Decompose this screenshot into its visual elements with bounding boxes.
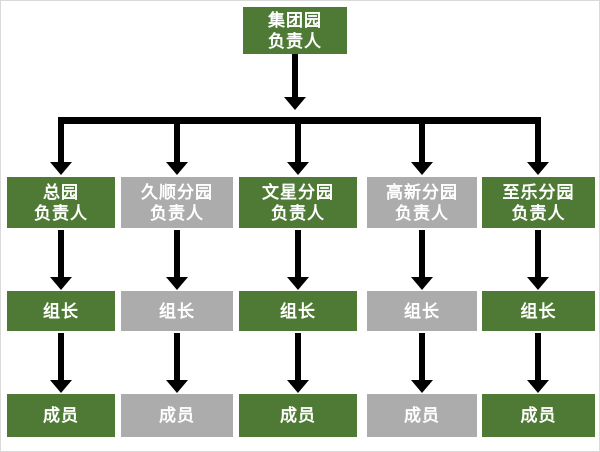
arrow-shaft: [535, 333, 541, 380]
head-node-gaoxin: 高新分园 负责人: [367, 177, 477, 228]
arrow-shaft: [295, 333, 301, 380]
member-node-4: 成员: [367, 394, 477, 437]
leader-node-2: 组长: [121, 291, 233, 331]
leader-node-5: 组长: [482, 291, 595, 331]
arrow-shaft: [535, 230, 541, 277]
down-arrow-leader-2: [166, 230, 188, 290]
arrow-head-icon: [50, 380, 72, 393]
arrow-shaft: [174, 333, 180, 380]
down-arrow-leader-3: [287, 230, 309, 290]
arrow-head-icon: [527, 380, 549, 393]
leader-node-1: 组长: [7, 291, 115, 331]
root-node-group-director: 集团园 负责人: [243, 7, 347, 54]
arrow-head-icon: [50, 277, 72, 290]
arrow-shaft: [419, 124, 425, 162]
arrow-head-icon: [287, 162, 309, 175]
head-node-jiushun: 久顺分园 负责人: [121, 177, 233, 228]
down-arrow-branch-4: [411, 124, 433, 175]
arrow-shaft: [174, 230, 180, 277]
arrow-shaft: [295, 124, 301, 162]
arrow-shaft: [174, 124, 180, 162]
head-node-wenxing: 文星分园 负责人: [239, 177, 357, 228]
arrow-shaft: [292, 54, 298, 97]
head-node-zongyuan: 总园 负责人: [7, 177, 115, 228]
down-arrow-member-1: [50, 333, 72, 393]
down-arrow-root: [284, 54, 306, 110]
arrow-head-icon: [50, 162, 72, 175]
arrow-head-icon: [166, 162, 188, 175]
down-arrow-leader-5: [527, 230, 549, 290]
down-arrow-member-4: [411, 333, 433, 393]
arrow-head-icon: [284, 97, 306, 110]
arrow-head-icon: [287, 380, 309, 393]
down-arrow-member-2: [166, 333, 188, 393]
arrow-shaft: [419, 333, 425, 380]
head-node-zhile: 至乐分园 负责人: [482, 177, 595, 228]
member-node-3: 成员: [239, 394, 357, 437]
leader-node-4: 组长: [367, 291, 477, 331]
arrow-shaft: [58, 230, 64, 277]
member-node-2: 成员: [121, 394, 233, 437]
arrow-head-icon: [166, 380, 188, 393]
arrow-head-icon: [527, 162, 549, 175]
arrow-head-icon: [527, 277, 549, 290]
down-arrow-branch-2: [166, 124, 188, 175]
arrow-head-icon: [411, 162, 433, 175]
arrow-shaft: [58, 333, 64, 380]
down-arrow-leader-4: [411, 230, 433, 290]
down-arrow-branch-1: [50, 124, 72, 175]
arrow-head-icon: [287, 277, 309, 290]
connector-bar: [58, 117, 541, 124]
down-arrow-leader-1: [50, 230, 72, 290]
down-arrow-branch-5: [527, 124, 549, 175]
arrow-head-icon: [411, 277, 433, 290]
arrow-shaft: [58, 124, 64, 162]
arrow-shaft: [535, 124, 541, 162]
arrow-shaft: [419, 230, 425, 277]
down-arrow-branch-3: [287, 124, 309, 175]
arrow-head-icon: [411, 380, 433, 393]
leader-node-3: 组长: [239, 291, 357, 331]
member-node-1: 成员: [7, 394, 115, 437]
member-node-5: 成员: [482, 394, 595, 437]
down-arrow-member-3: [287, 333, 309, 393]
arrow-head-icon: [166, 277, 188, 290]
down-arrow-member-5: [527, 333, 549, 393]
arrow-shaft: [295, 230, 301, 277]
